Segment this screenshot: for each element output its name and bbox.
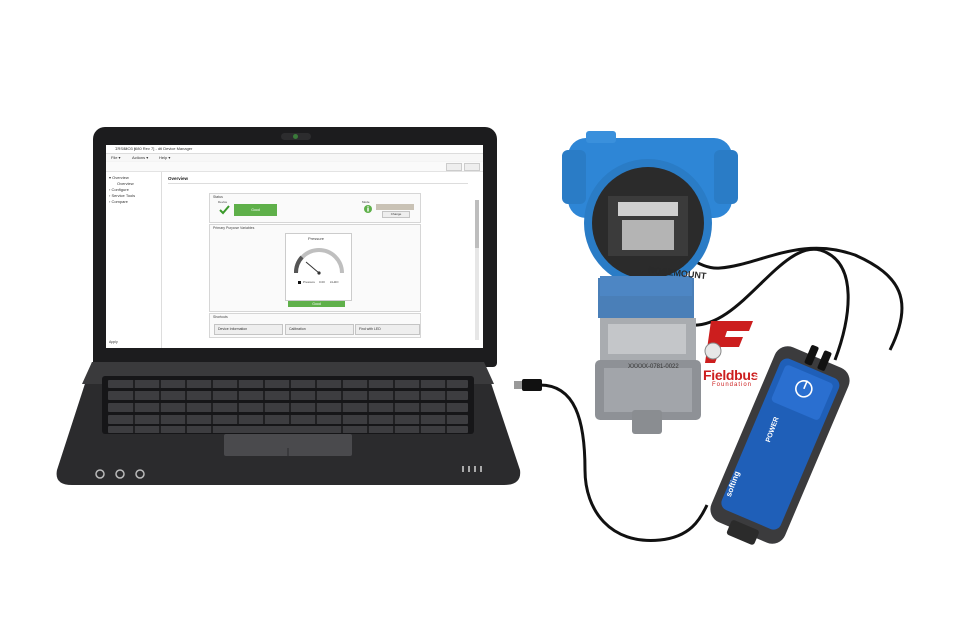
mode-change-button[interactable]: Change (382, 211, 410, 218)
fieldbus-logo-subtitle: Foundation (712, 382, 753, 388)
status-card: Status Device Good Mode Change (209, 193, 421, 223)
gauge-panel: Pressure Pressure 0.00 inH2O (285, 233, 352, 301)
fieldbus-logo-name: Fieldbus (703, 367, 759, 383)
shortcut-device-information[interactable]: Device Information (214, 324, 283, 335)
menu-actions[interactable]: Actions ▾ (132, 155, 149, 160)
scrollbar-thumb[interactable] (475, 200, 479, 248)
device-label: Device (218, 200, 228, 204)
transmitter-serial: XXXXX-0781-0022 (628, 364, 679, 370)
pv-heading: Primary Purpose Variables (213, 226, 255, 230)
menu-bar: File ▾ Actions ▾ Help ▾ (106, 154, 483, 161)
key-separators (133, 380, 447, 433)
menu-help[interactable]: Help ▾ (159, 155, 171, 160)
pv-card: Primary Purpose Variables Pressure Press… (209, 224, 421, 312)
shortcut-find-with-led[interactable]: Find with LED (355, 324, 420, 335)
pressure-transmitter (562, 131, 738, 434)
tree-item-overview-child[interactable]: Overview (117, 181, 134, 186)
toolbar-button-2[interactable] (464, 163, 480, 171)
tree-item-configure[interactable]: › Configure (109, 187, 129, 192)
tab-overview[interactable]: Overview (168, 176, 189, 181)
status-heading: Status (213, 195, 223, 199)
window-controls[interactable]: – □ × (115, 146, 140, 151)
keyboard-keys (108, 380, 468, 433)
gauge-unit: inH2O (330, 280, 339, 284)
app-titlebar: TRS/MO3 [080 Rev 7] - dtl Device Manager… (106, 145, 483, 154)
legend-swatch (298, 281, 301, 284)
webcam-icon (281, 133, 311, 140)
tree-item-service-tools[interactable]: › Service Tools (109, 193, 136, 198)
shortcuts-card: Shortcuts Device Information Calibration… (209, 313, 421, 338)
check-icon (219, 205, 230, 215)
shortcuts-heading: Shortcuts (213, 315, 228, 319)
toolbar-button-1[interactable] (446, 163, 462, 171)
main-pane: Overview Status Device Good Mode Change … (162, 172, 483, 348)
gauge-value: 0.00 (319, 280, 325, 284)
usb-cable (539, 383, 709, 542)
device-tree: ▾ Overview Overview › Configure › Servic… (106, 172, 162, 348)
laptop-screen: TRS/MO3 [080 Rev 7] - dtl Device Manager… (106, 145, 483, 348)
device-status-value: Good (234, 204, 277, 216)
tree-item-overview[interactable]: ▾ Overview (109, 175, 129, 180)
pv-status: Good (288, 301, 345, 307)
app-title: TRS/MO3 [080 Rev 7] - dtl Device Manager (115, 146, 193, 151)
gauge-legend: Pressure (303, 280, 316, 284)
fieldbus-logo-icon (704, 321, 753, 363)
touchpad (224, 434, 352, 456)
usb-plug-icon (514, 379, 542, 391)
shortcut-calibration[interactable]: Calibration (285, 324, 354, 335)
mobilink-device (710, 345, 850, 545)
footer-apply[interactable]: Apply (109, 340, 118, 344)
tree-item-compare[interactable]: › Compare (109, 199, 128, 204)
mode-label: Mode (362, 200, 370, 204)
laptop-base (56, 362, 521, 485)
info-icon (364, 205, 372, 213)
pressure-gauge (294, 248, 344, 275)
scrollbar-track[interactable] (475, 200, 479, 340)
menu-file[interactable]: File ▾ (111, 155, 121, 160)
toolbar (106, 162, 483, 172)
gauge-title: Pressure (308, 236, 325, 241)
mode-value-bar (376, 204, 414, 210)
tab-underline (168, 183, 468, 184)
